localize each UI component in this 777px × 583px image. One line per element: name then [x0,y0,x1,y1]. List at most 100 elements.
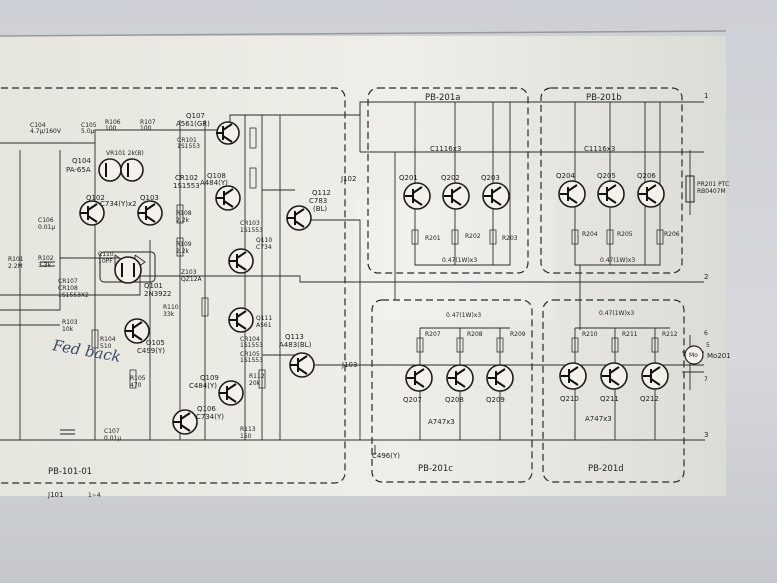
svg-text:2.2k: 2.2k [176,248,190,255]
board-top-right-outline [540,87,683,274]
svg-text:C107: C107 [104,428,120,435]
svg-text:C1116x3: C1116x3 [584,145,615,153]
transistor-q204 [558,180,586,208]
svg-text:R108: R108 [176,210,192,217]
svg-text:150: 150 [240,433,252,440]
svg-text:7: 7 [704,376,708,383]
svg-text:0.47(1W)x3: 0.47(1W)x3 [446,312,481,319]
svg-text:CR105: CR105 [240,351,260,358]
svg-text:0.01μ: 0.01μ [38,224,55,231]
svg-text:510: 510 [100,343,112,350]
svg-text:RB0407M: RB0407M [697,188,726,195]
svg-text:2.2k: 2.2k [176,217,190,224]
connector-c496: C496(Y) [372,452,400,460]
svg-text:A747x3: A747x3 [585,415,612,423]
svg-text:R202: R202 [465,233,481,240]
svg-text:R110: R110 [163,304,179,311]
svg-text:A484(Y): A484(Y) [200,179,228,187]
svg-text:Q202: Q202 [441,174,460,182]
transistor-q110 [228,248,254,274]
board-bottom-right-label: PB-201d [588,464,624,474]
svg-text:R106: R106 [105,119,121,126]
svg-text:0.47(1W)x3: 0.47(1W)x3 [599,310,634,317]
board-bottom-left-outline [371,299,533,483]
svg-text:C783: C783 [309,197,327,205]
transistor-q211 [600,362,628,390]
svg-text:1S1553: 1S1553 [240,227,263,234]
svg-text:Q106: Q106 [197,405,216,413]
svg-text:VR101 2k(B): VR101 2k(B) [106,150,144,157]
svg-text:3: 3 [704,431,708,439]
svg-text:1S1553X2: 1S1553X2 [58,292,89,299]
svg-text:R109: R109 [176,241,192,248]
transistor-q210 [559,362,587,390]
connector-j101-pins: 1~4 [88,492,101,499]
svg-text:R101: R101 [8,256,24,263]
svg-text:2N3922: 2N3922 [144,290,172,298]
svg-text:R103: R103 [62,319,78,326]
svg-text:0.47(1W)x3: 0.47(1W)x3 [442,257,477,264]
svg-text:C734(Y): C734(Y) [196,413,224,421]
center-part-labels: Q107 A561(GR) CR101 1S1553 CR102 1S1553 … [163,112,331,440]
svg-text:R211: R211 [622,331,638,338]
svg-text:1S1553: 1S1553 [240,357,263,364]
wiring [0,101,705,455]
svg-text:100: 100 [140,125,152,132]
transistor-q206 [637,180,665,208]
svg-text:Q203: Q203 [481,174,500,182]
svg-text:CR107: CR107 [58,278,78,285]
svg-text:PA-65A: PA-65A [66,166,91,174]
svg-text:R105: R105 [130,375,146,382]
svg-text:R210: R210 [582,331,598,338]
transistor-q113 [289,352,315,378]
svg-text:Q109: Q109 [200,374,219,382]
svg-text:PR201 PTC: PR201 PTC [697,181,729,188]
bottom-left-block-labels: Q207 Q208 Q209 A747x3 R207 R208 R209 0.4… [403,312,526,426]
transistor-q212 [641,362,669,390]
svg-text:470: 470 [130,382,142,389]
svg-text:Q209: Q209 [486,396,505,404]
svg-text:Q207: Q207 [403,396,422,404]
svg-text:3.3k: 3.3k [38,262,52,269]
svg-text:C106: C106 [38,217,54,224]
transistor-q104-pair [98,158,144,182]
svg-text:0.47(1W)x3: 0.47(1W)x3 [600,257,635,264]
svg-text:C105: C105 [81,122,97,129]
connector-j101: J101 [47,491,63,499]
svg-text:5: 5 [706,342,710,349]
svg-text:4.7μ/160V: 4.7μ/160V [30,128,62,135]
svg-text:R107: R107 [140,119,156,126]
top-left-block-labels: Q201 Q202 Q203 C1116x3 R201 R202 R203 0.… [399,145,518,264]
transistor-q109 [218,380,244,406]
svg-text:A561(GR): A561(GR) [176,120,210,128]
svg-text:R102: R102 [38,255,54,262]
svg-text:A561: A561 [256,322,272,329]
svg-text:10k: 10k [62,326,74,333]
svg-text:C110: C110 [98,251,114,258]
svg-text:6: 6 [704,330,708,337]
svg-text:Q108: Q108 [207,172,226,180]
svg-text:Q112: Q112 [312,189,331,197]
transistor-q111 [228,307,254,333]
transistor-q205 [597,180,625,208]
svg-text:CR104: CR104 [240,336,260,343]
svg-text:Q210: Q210 [560,395,579,403]
board-bottom-right-outline [542,299,685,483]
svg-text:100: 100 [105,125,117,132]
svg-text:R205: R205 [617,231,633,238]
svg-text:CR101: CR101 [177,137,197,144]
svg-text:Q107: Q107 [186,112,205,120]
svg-text:C734: C734 [256,244,272,251]
svg-text:Q113: Q113 [285,333,304,341]
transistor-q107 [216,121,240,145]
svg-text:Z103: Z103 [181,269,197,276]
svg-text:QZ12A: QZ12A [181,276,202,283]
svg-text:C1116x3: C1116x3 [430,145,461,153]
svg-text:20k: 20k [249,380,261,387]
svg-text:33k: 33k [163,311,175,318]
svg-text:CR102: CR102 [175,174,198,182]
board-top-right-label: PB-201b [586,93,622,103]
svg-text:Q208: Q208 [445,396,464,404]
svg-text:A483(BL): A483(BL) [279,341,312,349]
svg-text:(BL): (BL) [313,205,327,213]
